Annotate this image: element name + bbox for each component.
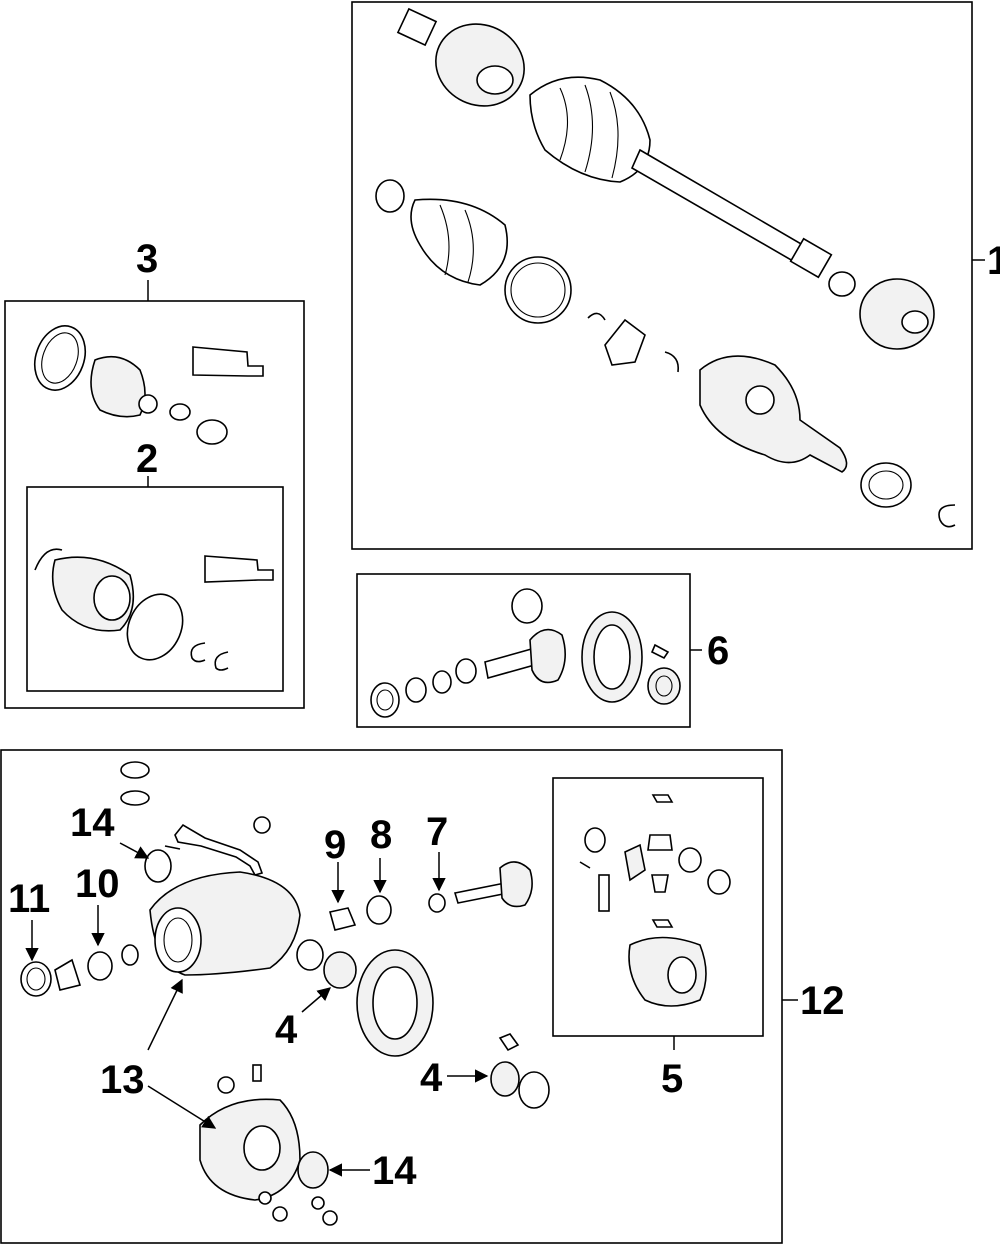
- differential-case-group-box: [552, 777, 764, 1050]
- boot-kit-2-parts: [34, 548, 274, 671]
- boot-kit-2-box: [26, 476, 284, 692]
- callout-12: 12: [800, 979, 845, 1023]
- callout-4-right: 4: [420, 1056, 443, 1100]
- boot-kit-3-box: [4, 280, 305, 709]
- callout-10: 10: [75, 862, 120, 906]
- ring-pinion-parts: [370, 588, 681, 718]
- differential-parts: [20, 761, 550, 1226]
- callout-6: 6: [707, 629, 729, 673]
- callout-9: 9: [324, 823, 346, 867]
- callout-11: 11: [8, 877, 50, 921]
- axle-shaft-group-box: [351, 1, 985, 550]
- callout-14-bottom: 14: [372, 1149, 417, 1193]
- callout-8: 8: [370, 813, 392, 857]
- callout-2: 2: [136, 437, 158, 481]
- callout-13: 13: [100, 1058, 145, 1102]
- differential-group-box: [0, 749, 798, 1244]
- callout-3: 3: [136, 237, 158, 281]
- boot-kit-3-parts: [33, 325, 264, 445]
- ring-pinion-group-box: [356, 573, 702, 728]
- callout-1: 1: [987, 239, 1000, 283]
- callout-leaders: [25, 842, 489, 1177]
- axle-shaft-assembly: [375, 7, 956, 528]
- differential-case-parts: [579, 794, 731, 1007]
- callout-5: 5: [661, 1057, 683, 1101]
- callout-14-top: 14: [70, 801, 115, 845]
- callout-7: 7: [426, 810, 448, 854]
- callout-4-left: 4: [275, 1008, 298, 1052]
